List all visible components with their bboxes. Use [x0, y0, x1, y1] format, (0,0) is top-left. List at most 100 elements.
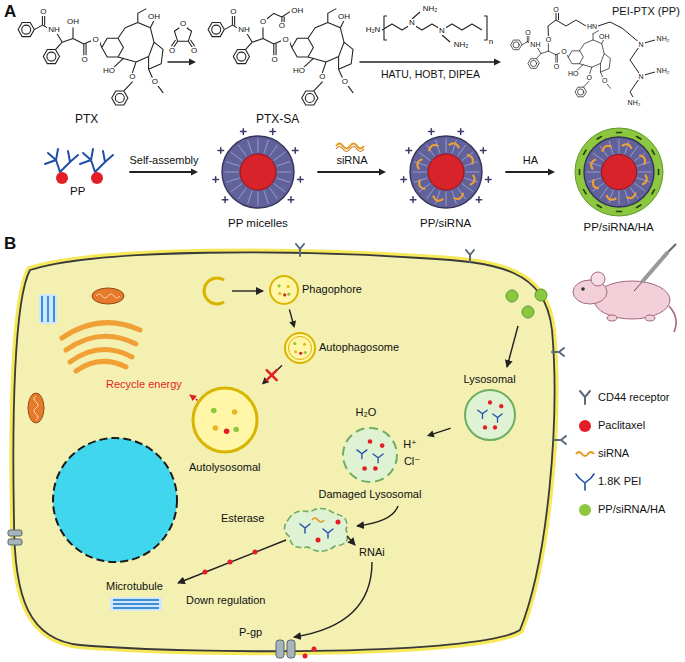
atom-label: NH [47, 26, 61, 34]
atom-label: O [281, 36, 289, 44]
nanoparticle: PP/siRNA/HA [557, 124, 681, 236]
node-label: Damaged Lysosomal [319, 488, 422, 501]
node-label: Autophagosome [319, 341, 399, 354]
node-label: PP [70, 185, 85, 199]
atom-label: O [259, 18, 267, 26]
compound-structure: PEI-PTX (PP) [503, 2, 683, 114]
note-label: Recycle energy [105, 378, 183, 391]
atom-label: OH [147, 13, 161, 21]
compound-structure: PTX [8, 4, 166, 128]
ion-label: Cl⁻ [403, 455, 421, 468]
atom-label: O [318, 73, 326, 81]
atom-label: O [341, 78, 349, 86]
atom-label: NH₂ [656, 35, 671, 42]
legend-label: PP/siRNA/HA [598, 503, 665, 516]
ion-label: H⁺ [402, 438, 418, 451]
atom-label: O [151, 78, 159, 86]
atom-label: NH₂ [453, 41, 470, 49]
atom-label: HO [567, 70, 580, 77]
atom-label: NH₂ [627, 99, 642, 106]
atom-label: O [39, 8, 47, 16]
panel-letter: A [4, 2, 16, 22]
atom-label: HN [586, 23, 598, 30]
atom-label: O [179, 20, 187, 28]
legend-swatch [579, 504, 591, 516]
atom-label: O [271, 56, 279, 64]
flow-arrow [289, 310, 296, 328]
atom-label: O [545, 36, 552, 43]
node-label: PEI-PTX (PP) [612, 5, 680, 18]
legend-swatch [579, 420, 591, 432]
node-label: PP/siRNA [420, 217, 471, 231]
flow-arrow [262, 366, 282, 385]
node-label: Lysosomal [464, 373, 516, 386]
atom-label: HO [102, 67, 116, 75]
atom-label: OH [290, 7, 304, 15]
atom-label: N [408, 19, 416, 27]
atom-label: O [278, 22, 286, 30]
protein-label: P-gp [238, 626, 263, 639]
flow-arrow [427, 428, 450, 437]
node-label: Phagophore [302, 283, 362, 296]
atom-label: HO [292, 67, 306, 75]
atom-label: O [553, 63, 560, 70]
atom-label: NH₂ [656, 67, 671, 74]
process-label: RNAi [358, 546, 386, 559]
flow-arrow [168, 59, 196, 66]
atom-label: OH [337, 13, 351, 21]
atom-label: O [601, 77, 608, 84]
node-label: PP/siRNA/HA [584, 221, 654, 235]
node-label: PP micelles [228, 217, 288, 231]
vesicle: Phagophore [268, 272, 368, 308]
atom-label: OH [66, 18, 80, 26]
atom-label: O [190, 47, 198, 55]
vesicle: Autolysosomal [182, 386, 268, 476]
atom-label: O [229, 8, 237, 16]
atom-label: OH [598, 33, 611, 40]
flow-arrow [318, 169, 386, 176]
flow-arrow [130, 169, 198, 176]
nanoparticle: PP/siRNA [388, 126, 504, 232]
atom-label: O [91, 36, 99, 44]
panel-letter: B [4, 234, 16, 254]
atom-label: O [586, 74, 593, 81]
atom-label: H₂N [365, 26, 382, 34]
molecule-label: H₂O [355, 406, 378, 419]
vesicle-outline [200, 126, 316, 232]
edge-label: HATU, HOBT, DIPEA [380, 68, 481, 81]
atom-label: O [552, 6, 559, 13]
edge-label: Self-assembly [128, 154, 199, 167]
process-label: Down regulation [185, 594, 267, 607]
atom-label: NH₂ [422, 5, 439, 13]
legend-label: siRNA [598, 447, 629, 460]
atom-label: O [560, 48, 567, 55]
polymer-icon: PP [28, 138, 128, 200]
legend-label: CD44 receptor [598, 391, 670, 404]
vesicle-outline [388, 126, 504, 232]
atom-label: N [438, 27, 446, 35]
atom-label: O [168, 47, 176, 55]
atom-label: NH [529, 41, 541, 48]
atom-label: O [81, 56, 89, 64]
edge-label: HA [522, 154, 539, 167]
vesicle: Autophagosome [283, 330, 404, 366]
atom-label: O [524, 29, 531, 36]
vesicle-outline [557, 124, 681, 236]
atom-label: N [637, 41, 644, 48]
atom-label: n [488, 38, 494, 46]
nanoparticle: PP micelles [200, 126, 316, 232]
atom-label: NH [237, 26, 251, 34]
atom-label: N [637, 73, 644, 80]
flow-arrow [360, 59, 501, 66]
enzyme-label: Esterase [220, 512, 265, 525]
atom-label: O [128, 73, 136, 81]
organelle-label: Microtubule [105, 580, 164, 593]
legend-label: 1.8K PEI [598, 475, 641, 488]
vesicle: Lysosomal [452, 372, 528, 442]
legend-label: Paclitaxel [598, 419, 645, 432]
node-label: PTX-SA [256, 112, 299, 126]
node-label: PTX [75, 112, 98, 126]
